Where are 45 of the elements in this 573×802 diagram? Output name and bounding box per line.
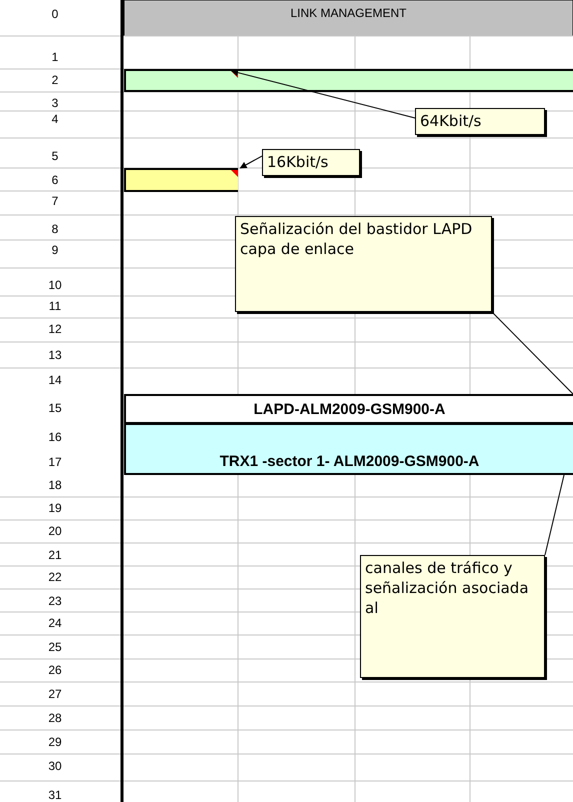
row-number: 10 [47, 278, 63, 292]
row-number: 29 [47, 735, 63, 749]
link-row-band: LAPD-ALM2009-GSM900-A [124, 394, 573, 424]
row-number: 0 [50, 7, 60, 21]
row-number: 14 [47, 373, 63, 387]
trx-row-band: TRX1 -sector 1- ALM2009-GSM900-A [124, 423, 573, 475]
row-number: 18 [47, 478, 63, 492]
row-number: 15 [47, 401, 63, 415]
row-number: 23 [47, 594, 63, 608]
leader-line [544, 474, 565, 556]
row-number: 17 [47, 455, 63, 469]
highlighted-cell-bar [124, 168, 238, 192]
row-number: 7 [50, 194, 60, 208]
row-number: 16 [47, 430, 63, 444]
row-number: 6 [50, 173, 60, 187]
row-number: 4 [50, 112, 60, 126]
leader-line [240, 156, 262, 168]
row-number: 28 [47, 711, 63, 725]
row-number: 30 [47, 759, 63, 773]
comment-note: Señalización del bastidor LAPD capa de enlace [235, 216, 492, 312]
row-number: 22 [47, 570, 63, 584]
row-number: 1 [50, 50, 60, 64]
row-number: 25 [47, 640, 63, 654]
row-number: 20 [47, 524, 63, 538]
row-number: 8 [50, 222, 60, 236]
row-number: 11 [48, 299, 62, 313]
leader-line [231, 69, 416, 118]
leader-line [492, 312, 573, 394]
row-number: 19 [47, 501, 63, 515]
row-number: 26 [47, 663, 63, 677]
row-number: 21 [47, 548, 63, 562]
row-number: 13 [47, 348, 63, 362]
comment-note: 16Kbit/s [262, 149, 360, 176]
row-number: 12 [47, 322, 63, 336]
highlighted-row-bar [124, 69, 573, 92]
row-number: 31 [47, 788, 63, 802]
row-number: 5 [50, 149, 60, 163]
comment-note: 64Kbit/s [415, 108, 545, 135]
row-number: 2 [50, 73, 60, 87]
row-number: 3 [50, 96, 60, 110]
column-header-text: LINK MANAGEMENT [289, 6, 408, 20]
row-number: 27 [47, 687, 63, 701]
row-number: 24 [47, 616, 63, 630]
row-number: 9 [50, 243, 60, 257]
comment-note: canales de tráfico y señalización asociada al [360, 555, 545, 678]
